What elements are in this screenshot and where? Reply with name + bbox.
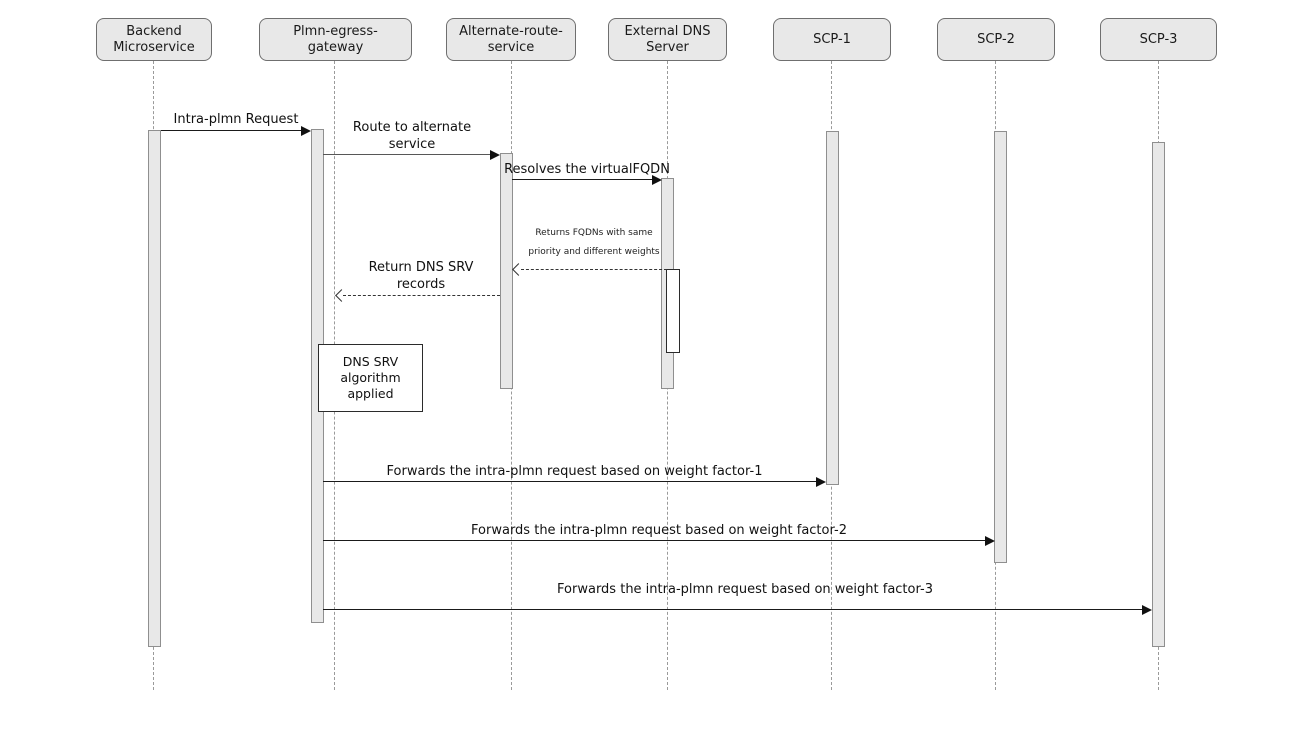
message-label-return-dns-srv-records: Return DNS SRV records	[368, 260, 474, 292]
activation-scp-3	[1152, 142, 1165, 647]
message-label-route-to-alternate: Route to alternate service	[352, 120, 472, 152]
activation-backend-microservice	[148, 130, 161, 647]
message-line-weight-factor-3	[323, 609, 1146, 610]
arrowhead-open-left-icon	[512, 263, 525, 276]
message-line-weight-factor-1	[323, 481, 820, 482]
participant-external-dns-server: External DNS Server	[608, 18, 727, 61]
message-line-weight-factor-2	[323, 540, 989, 541]
message-line-returns-fqdns	[521, 269, 667, 270]
arrowhead-right-icon	[1142, 605, 1152, 615]
participant-scp-1: SCP-1	[773, 18, 891, 61]
participant-scp-3: SCP-3	[1100, 18, 1217, 61]
message-label-weight-factor-1: Forwards the intra-plmn request based on…	[386, 464, 763, 479]
activation-scp-2	[994, 131, 1007, 563]
message-label-resolves-virtualfqdn: Resolves the virtualFQDN	[504, 162, 670, 177]
arrowhead-right-icon	[985, 536, 995, 546]
arrowhead-right-icon	[816, 477, 826, 487]
message-label-weight-factor-2: Forwards the intra-plmn request based on…	[471, 523, 847, 538]
message-label-intra-plmn-request: Intra-plmn Request	[173, 112, 299, 127]
message-label-weight-factor-3: Forwards the intra-plmn request based on…	[557, 582, 933, 597]
arrowhead-right-icon	[652, 175, 662, 185]
participant-plmn-egress-gateway: Plmn-egress- gateway	[259, 18, 412, 61]
activation-scp-1	[826, 131, 839, 485]
activation-alternate-route-service	[500, 153, 513, 389]
message-label-returns-fqdns: Returns FQDNs with same priority and dif…	[528, 228, 660, 257]
participant-backend-microservice: Backend Microservice	[96, 18, 212, 61]
message-line-resolves-virtualfqdn	[512, 179, 654, 180]
message-line-intra-plmn-request	[161, 130, 303, 131]
activation-external-dns-server-nested	[666, 269, 680, 353]
participant-alternate-route-service: Alternate-route- service	[446, 18, 576, 61]
note-dns-srv-algorithm: DNS SRV algorithm applied	[318, 344, 423, 412]
arrowhead-right-icon	[301, 126, 311, 136]
participant-scp-2: SCP-2	[937, 18, 1055, 61]
message-line-route-to-alternate	[323, 154, 492, 155]
arrowhead-right-icon	[490, 150, 500, 160]
message-line-return-dns-srv-records	[343, 295, 500, 296]
